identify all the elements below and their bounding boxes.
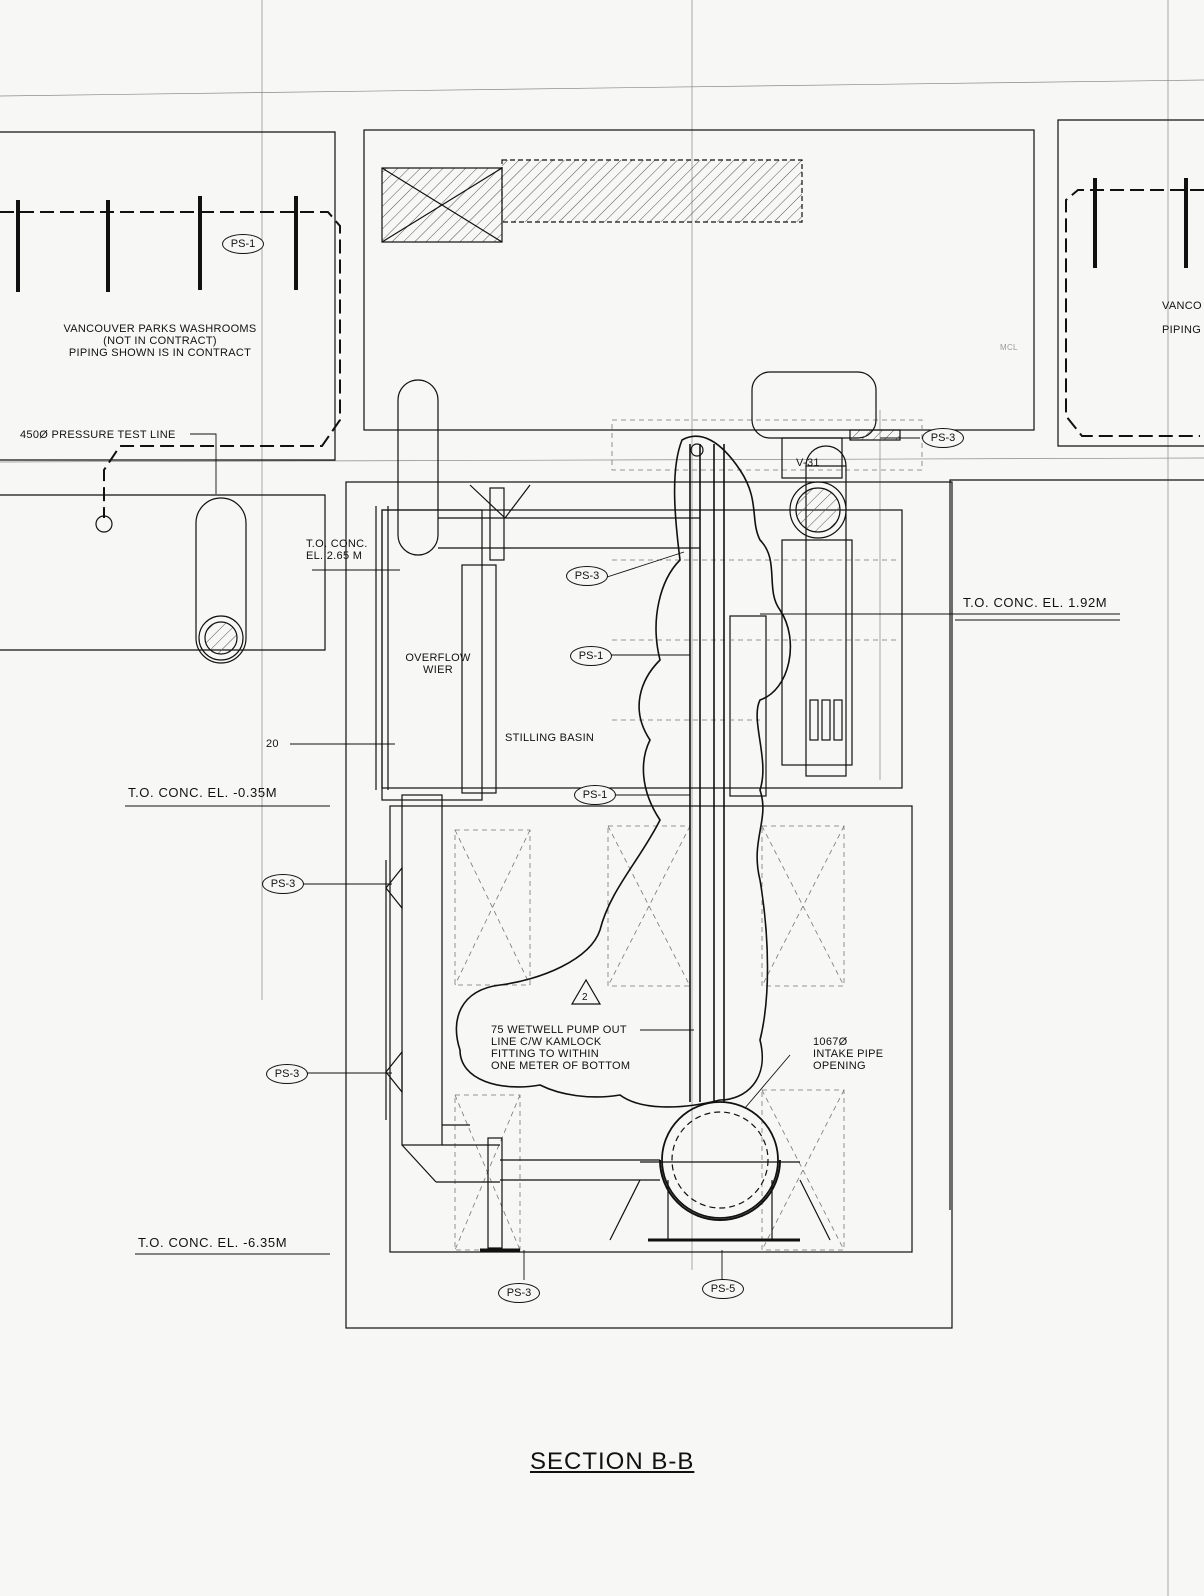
valve-v31 [751,371,901,777]
washroom-note-line-1: VANCOUVER PARKS WASHROOMS [63,323,257,335]
section-title: SECTION B-B [530,1448,695,1475]
tag-ps3-bottom: PS-3 [498,1283,540,1303]
overflow-line-1: OVERFLOW [405,652,471,664]
washroom-note-line-2: (NOT IN CONTRACT) [103,335,217,347]
wetwell-line-1: 75 WETWELL PUMP OUT [491,1024,627,1036]
elevation-1-92: T.O. CONC. EL. 1.92m [963,595,1108,610]
washroom-block-right [949,119,1204,1210]
tag-ps3-top: PS-3 [922,428,964,448]
valve-label: V-31 [796,457,820,469]
revision-cloud [455,435,792,1108]
tag-ps3-left-1: PS-3 [262,874,304,894]
overflow-line-2: WIER [423,664,453,676]
right-cut-line-2: PIPING [1162,324,1202,336]
upper-slab [363,129,1035,431]
intake-line-3: OPENING [813,1060,866,1072]
tag-ps1-b: PS-1 [574,785,616,805]
tag-ps3-left-2: PS-3 [266,1064,308,1084]
overflow-weir-label: OVERFLOW WIER [398,652,478,676]
wet-well-structure [345,419,953,1329]
wetwell-line-2: LINE C/W KAMLOCK [491,1036,602,1048]
wetwell-line-3: FITTING TO WITHIN [491,1048,599,1060]
revision-triangle [570,978,602,1005]
intake-note: 1067ø INTAKE PIPE OPENING [813,1036,883,1072]
elev-265-line-2: EL. 2.65 m [306,550,363,562]
tag-ps3-mid: PS-3 [566,566,608,586]
dim-20-label: 20 [266,738,279,750]
revision-number: 2 [582,992,588,1003]
tag-ps1-a: PS-1 [570,646,612,666]
right-cut-note: VANCO PIPING [1162,300,1202,336]
right-cut-line-1: VANCO [1162,300,1202,312]
washroom-block-left [0,131,341,664]
washroom-note: VANCOUVER PARKS WASHROOMS (NOT IN CONTRA… [55,323,265,359]
washroom-note-line-3: PIPING SHOWN IS IN CONTRACT [68,347,252,359]
pressure-line-label: 450ø PRESSURE TEST LINE [20,429,176,441]
stilling-basin-label: STILLING BASIN [505,732,595,744]
tag-ps1-top: PS-1 [222,234,264,254]
elev-265-line-1: T.O. CONC. [306,538,368,550]
intake-pipe [609,1101,831,1242]
leader-lines [125,437,1120,1280]
mcl-label: MCL [1000,343,1018,352]
elevation-neg-6-35: T.O. CONC. EL. -6.35m [138,1235,288,1250]
wetwell-line-4: ONE METER OF BOTTOM [491,1060,631,1072]
wetwell-note: 75 WETWELL PUMP OUT LINE C/W KAMLOCK FIT… [491,1024,630,1072]
intake-line-1: 1067ø [813,1036,848,1048]
tag-ps5-bottom: PS-5 [702,1279,744,1299]
elevation-neg-0-35: T.O. CONC. EL. -0.35m [128,785,278,800]
intake-line-2: INTAKE PIPE [813,1048,884,1060]
elevation-2-65: T.O. CONC. EL. 2.65 m [306,538,368,562]
pump-out-line [689,443,725,1102]
overflow-piping [375,379,700,1252]
